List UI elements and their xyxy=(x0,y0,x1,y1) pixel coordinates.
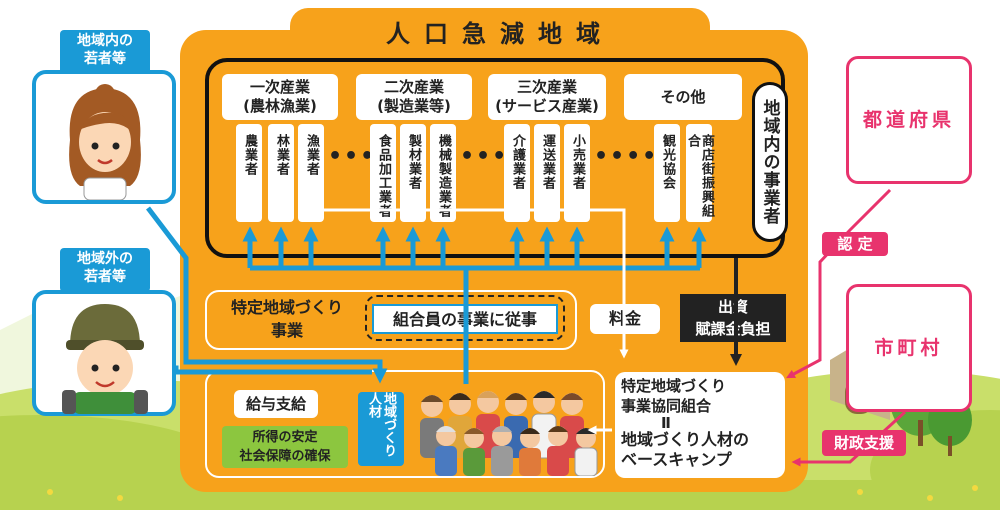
woman-avatar-icon xyxy=(69,84,141,200)
cooperative-outline xyxy=(205,370,605,478)
category-secondary: 二次産業 (製造業等) xyxy=(356,74,472,120)
business-fishery: 漁業者 xyxy=(298,124,324,222)
business-shopping-street: 商店街振興組合 xyxy=(685,124,714,222)
business-machinery: 機械製造業者 xyxy=(430,124,456,222)
business-forestry: 林業者 xyxy=(268,124,294,222)
income-security-label: 所得の安定 社会保障の確保 xyxy=(222,426,348,468)
youth-inside-tag: 地域内の 若者等 xyxy=(60,30,150,74)
local-businesses-label: 地域内の事業者 xyxy=(752,82,788,242)
cooperative-basecamp-box: 特定地域づくり 事業協同組合 Ⅱ 地域づくり人材の ベースキャンプ xyxy=(615,372,785,478)
basecamp-label: 地域づくり人材の ベースキャンプ xyxy=(621,430,750,469)
regional-talent-label: 地域づくり人材 xyxy=(358,392,404,466)
salary-label: 給与支給 xyxy=(234,390,318,418)
financial-support-tag: 財政支援 xyxy=(822,430,906,456)
municipality-box: 市町村 xyxy=(846,284,972,412)
business-lumber: 製材業者 xyxy=(400,124,426,222)
business-tourism-association: 観光協会 xyxy=(654,124,680,222)
specified-project-box xyxy=(205,290,577,350)
specified-project-label: 特定地域づくり 事業 xyxy=(230,298,343,340)
business-agriculture: 農業者 xyxy=(236,124,262,222)
diagram-title: 人口急減地域 xyxy=(386,20,614,48)
youth-outside-tag: 地域外の 若者等 xyxy=(60,248,150,292)
man-avatar-icon xyxy=(62,304,148,414)
category-tertiary: 三次産業 (サービス産業) xyxy=(488,74,606,120)
business-transport: 運送業者 xyxy=(534,124,560,222)
category-other: その他 xyxy=(624,74,742,120)
certification-tag: 認 定 xyxy=(822,232,888,256)
investment-label: 出資 賦課金負担 xyxy=(680,294,786,342)
cooperative-label: 特定地域づくり 事業協同組合 xyxy=(621,377,727,415)
business-nursing: 介護業者 xyxy=(504,124,530,222)
workers-group-illustration xyxy=(420,391,598,476)
equals-sign: Ⅱ xyxy=(661,414,671,432)
prefecture-box: 都道府県 xyxy=(846,56,972,184)
title-tab xyxy=(290,8,710,58)
business-retail: 小売業者 xyxy=(564,124,590,222)
category-primary: 一次産業 (農林漁業) xyxy=(222,74,338,120)
business-food-processing: 食品加工業者 xyxy=(370,124,396,222)
